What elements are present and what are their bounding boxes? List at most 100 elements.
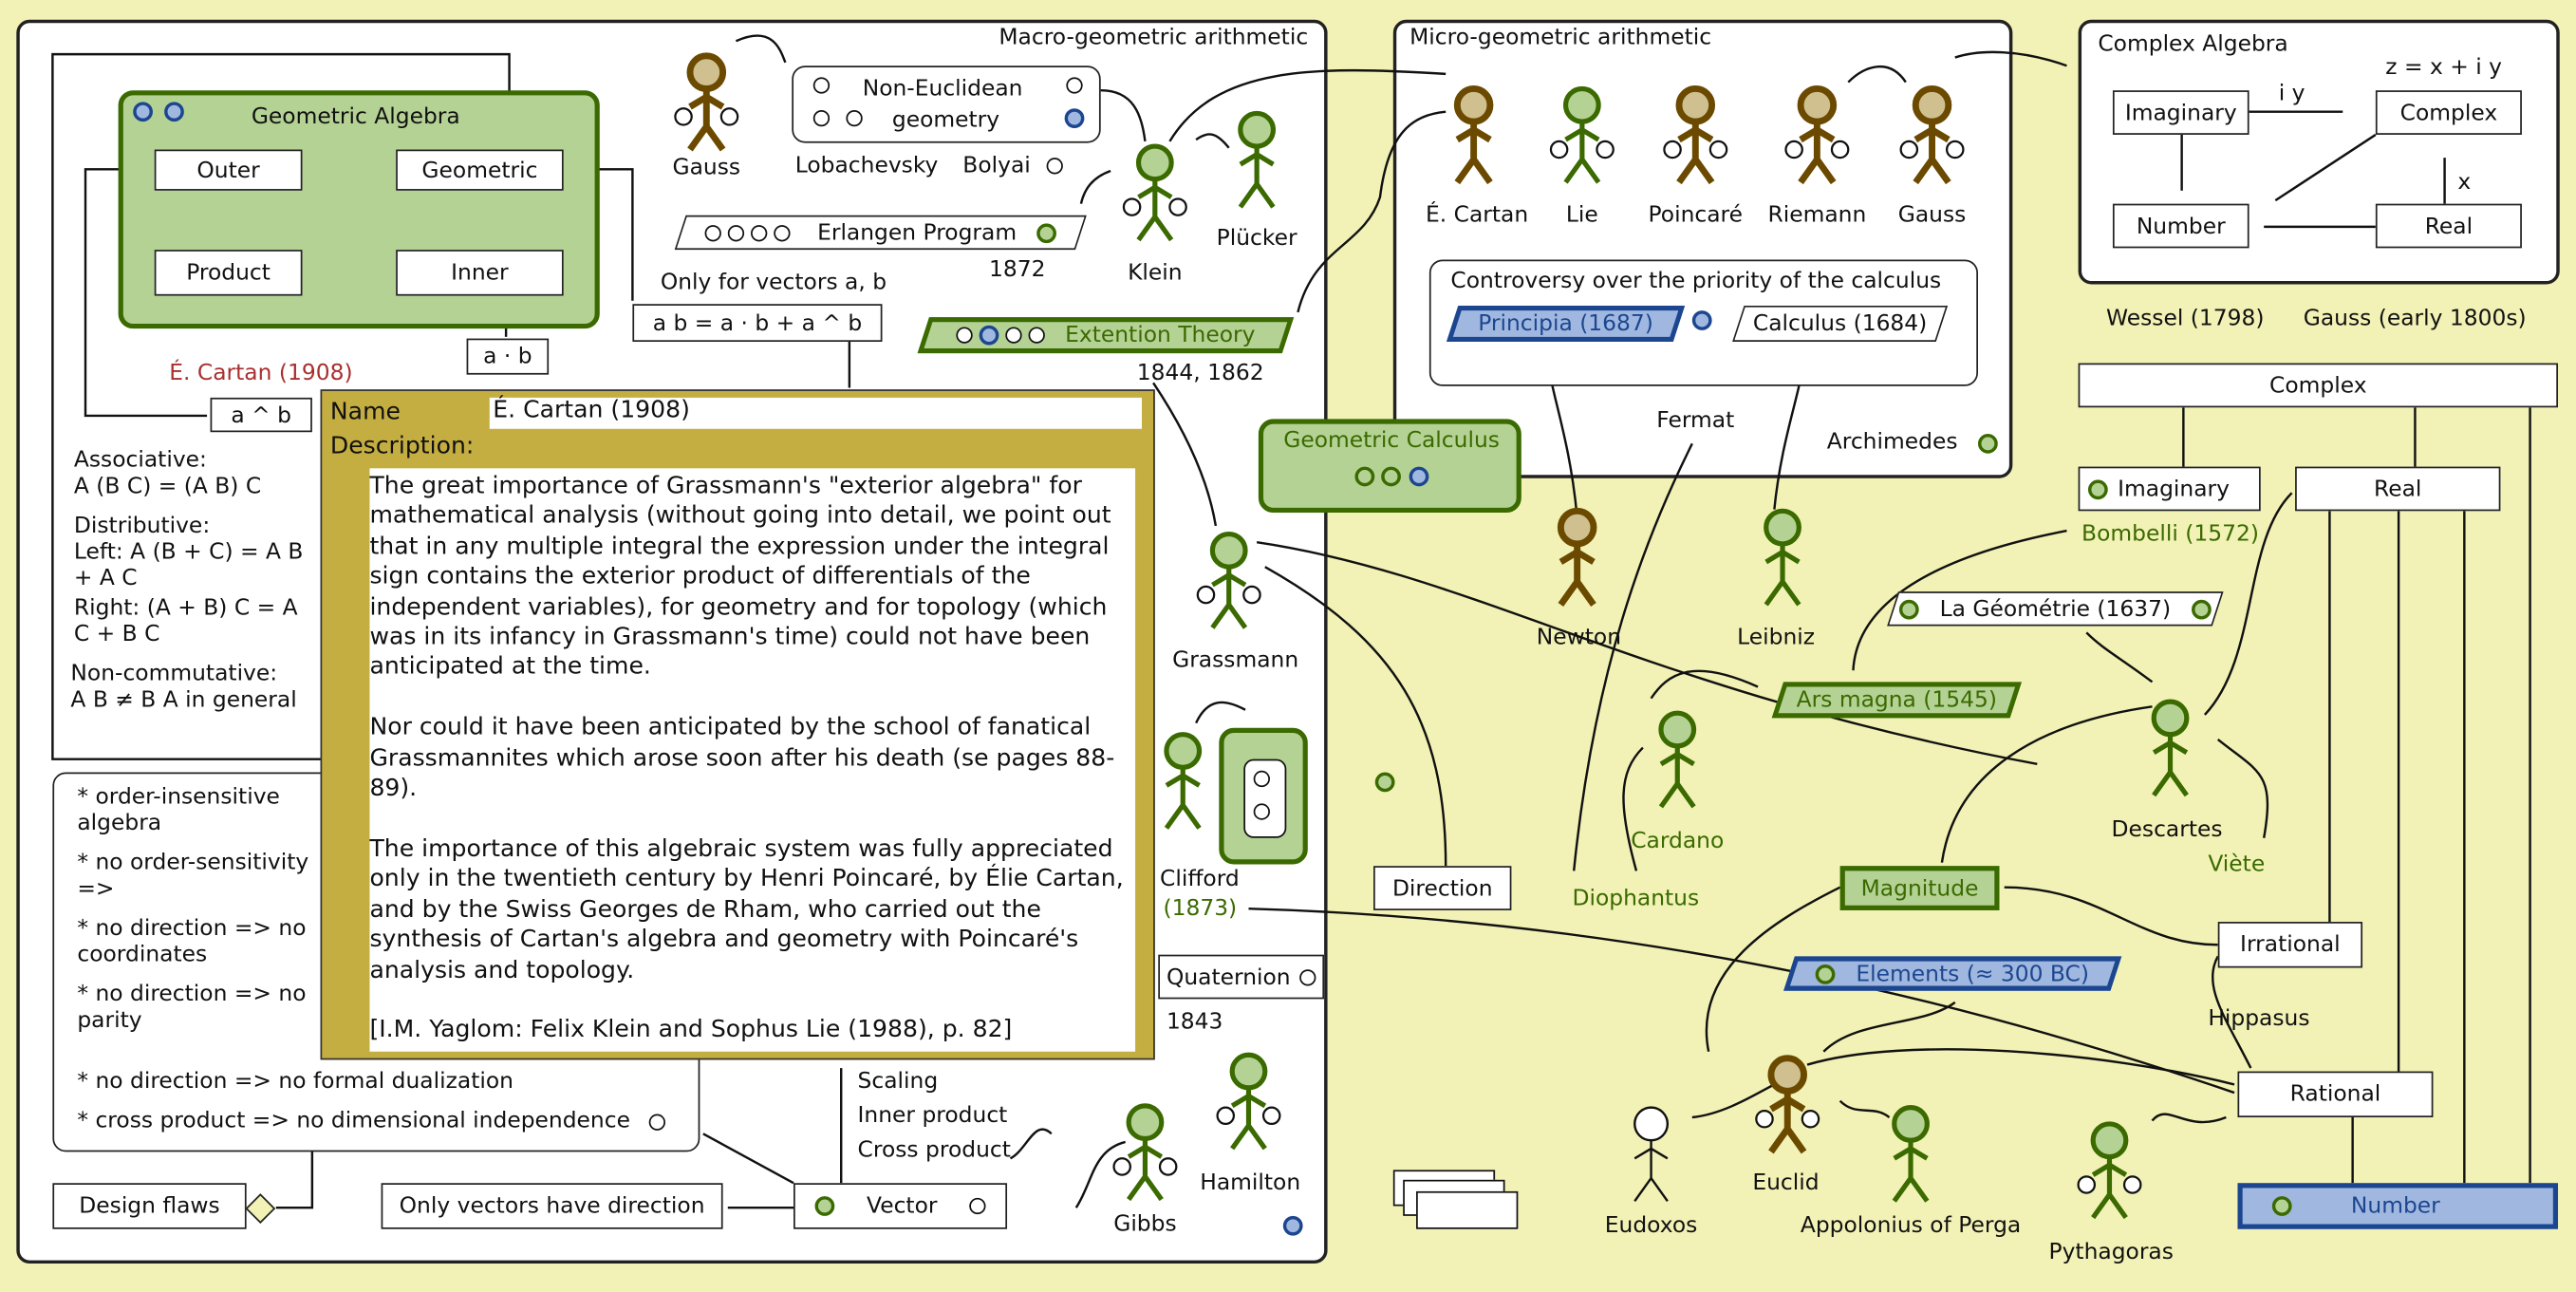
non-euclidean-geometry-box[interactable]: Non-Euclidean geometry [792, 66, 1101, 143]
actor-leibniz[interactable] [1749, 506, 1815, 614]
green-port-icon[interactable] [1374, 772, 1395, 793]
geometric-algebra-title: Geometric Algebra [251, 103, 460, 130]
description-label: Description: [329, 433, 475, 460]
la-geometrie-node[interactable]: La Géométrie (1637) [1887, 591, 2224, 627]
person-icon [1633, 1106, 1670, 1202]
rational-box[interactable]: Rational [2237, 1071, 2434, 1118]
name-field[interactable]: É. Cartan (1908) [489, 397, 1142, 429]
actor-apollonius[interactable] [1877, 1102, 1943, 1210]
stacked-pages-icon[interactable] [1392, 1170, 1538, 1229]
person-icon [2077, 1121, 2142, 1220]
ca-imaginary-box[interactable]: Imaginary [2112, 90, 2249, 135]
lobachevsky-label: Lobachevsky [794, 152, 939, 179]
vector-op: Cross product [857, 1136, 1011, 1164]
design-flaws-box[interactable]: Design flaws [52, 1183, 247, 1229]
port-icon[interactable] [1046, 158, 1063, 175]
ca-real-box[interactable]: Real [2375, 203, 2522, 249]
actor-grassmann[interactable] [1196, 529, 1261, 637]
actor-eudoxos[interactable] [1618, 1102, 1684, 1210]
imaginary-box[interactable]: Imaginary [2078, 466, 2261, 512]
formula-box[interactable]: a b = a · b + a ^ b [632, 304, 883, 343]
actor-poincare[interactable] [1663, 84, 1728, 192]
number-box[interactable]: Number [2237, 1183, 2559, 1229]
list-item: * no direction => no parity [77, 981, 307, 1034]
actor-lie[interactable] [1549, 84, 1615, 192]
associative-rule: A (B C) = (A B) C [73, 473, 262, 500]
real-box[interactable]: Real [2295, 466, 2501, 512]
green-port-icon[interactable] [814, 1196, 835, 1216]
actor-pythagoras[interactable] [2077, 1119, 2142, 1227]
cartan-1908-label[interactable]: É. Cartan (1908) [169, 360, 353, 386]
extension-years: 1844, 1862 [1136, 360, 1264, 386]
product-box[interactable]: Product [154, 250, 303, 296]
actor-gibbs[interactable] [1112, 1101, 1178, 1209]
apollonius-label: Appolonius of Perga [1800, 1212, 2022, 1240]
port-icon[interactable] [1253, 803, 1270, 820]
green-port-icon[interactable] [2087, 478, 2108, 499]
blue-port-icon[interactable] [164, 102, 184, 122]
actor-euclid[interactable] [1755, 1054, 1820, 1162]
green-port-icon[interactable] [2271, 1196, 2292, 1216]
wedge-product-box[interactable]: a ^ b [210, 397, 312, 433]
bombelli-label: Bombelli (1572) [2081, 520, 2259, 548]
clifford-algebra-group[interactable] [1219, 727, 1308, 865]
direction-box[interactable]: Direction [1373, 866, 1512, 910]
name-label: Name [329, 399, 401, 426]
geometric-box[interactable]: Geometric [396, 149, 564, 191]
extension-theory-node[interactable]: Extention Theory [917, 317, 1295, 354]
port-icon[interactable] [846, 109, 863, 127]
dot-product-box[interactable]: a · b [466, 338, 550, 375]
person-icon [1549, 85, 1615, 184]
gauss-1800s-label: Gauss (early 1800s) [2303, 305, 2527, 332]
port-icon[interactable] [812, 109, 831, 127]
port-icon[interactable] [1298, 968, 1316, 985]
port-icon[interactable] [1066, 77, 1083, 94]
lie-label: Lie [1565, 201, 1598, 229]
quaternion-box[interactable]: Quaternion [1158, 954, 1325, 1000]
geometric-calculus-group[interactable]: Geometric Calculus [1258, 419, 1521, 514]
irrational-box[interactable]: Irrational [2217, 922, 2363, 968]
erlangen-label: Erlangen Program [817, 219, 1017, 246]
ca-number-box[interactable]: Number [2112, 203, 2249, 249]
ars-magna-node[interactable]: Ars magna (1545) [1771, 682, 2023, 719]
elements-node[interactable]: Elements (≈ 300 BC) [1783, 956, 2122, 991]
actor-clifford[interactable] [1150, 730, 1216, 838]
calculus-node[interactable]: Calculus (1684) [1732, 305, 1949, 343]
euclid-label: Euclid [1752, 1170, 1820, 1197]
green-port-icon[interactable] [1978, 433, 1998, 454]
actor-hamilton[interactable] [1216, 1050, 1281, 1158]
actor-gauss-micro[interactable] [1899, 84, 1965, 192]
blue-port-icon[interactable] [133, 102, 153, 122]
description-textarea[interactable]: The great importance of Grassmann's "ext… [369, 468, 1136, 1052]
actor-cardano[interactable] [1645, 708, 1710, 816]
port-icon[interactable] [1253, 770, 1270, 788]
blue-port-icon[interactable] [1282, 1215, 1303, 1236]
principia-node[interactable]: Principia (1687) [1446, 305, 1686, 343]
port-icon[interactable] [969, 1197, 986, 1215]
outer-box[interactable]: Outer [154, 149, 303, 191]
port-icon[interactable] [648, 1114, 666, 1131]
actor-gauss[interactable] [674, 51, 739, 159]
actor-plucker[interactable] [1224, 108, 1290, 216]
controversy-title: Controversy over the priority of the cal… [1450, 268, 1942, 294]
actor-descartes[interactable] [2137, 697, 2203, 805]
complex-box[interactable]: Complex [2078, 363, 2559, 408]
actor-klein[interactable] [1122, 141, 1187, 250]
vector-box[interactable]: Vector [793, 1183, 1008, 1229]
ca-complex-box[interactable]: Complex [2375, 90, 2522, 135]
actor-e-cartan[interactable] [1441, 84, 1506, 192]
magnitude-box[interactable]: Magnitude [1839, 866, 2000, 910]
port-icon[interactable] [812, 77, 831, 94]
bolyai-label: Bolyai [962, 152, 1031, 179]
only-vectors-direction-box[interactable]: Only vectors have direction [381, 1183, 723, 1229]
actor-riemann[interactable] [1784, 84, 1850, 192]
element-properties-popup[interactable]: Name É. Cartan (1908) Description: The g… [320, 389, 1155, 1060]
blue-port-icon[interactable] [1691, 310, 1712, 330]
blue-port-icon[interactable] [1064, 108, 1085, 129]
actor-newton[interactable] [1544, 506, 1610, 614]
grassmann-label: Grassmann [1172, 646, 1299, 674]
erlangen-program-node[interactable]: Erlangen Program [674, 215, 1087, 251]
inner-box[interactable]: Inner [396, 250, 564, 296]
gauss-micro-label: Gauss [1897, 201, 1967, 229]
